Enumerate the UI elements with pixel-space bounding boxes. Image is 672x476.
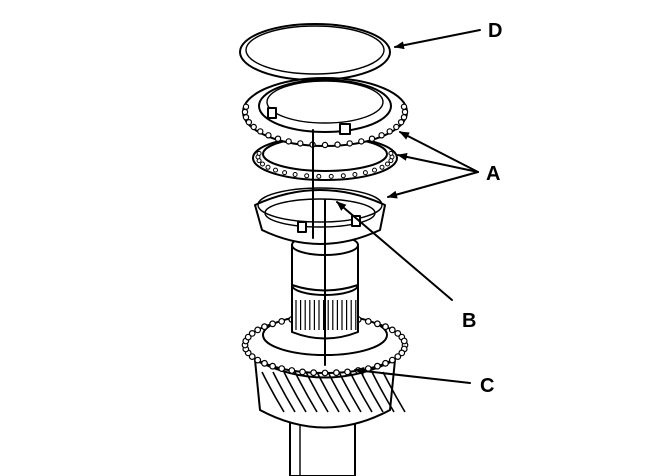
leader-a-1 bbox=[399, 131, 479, 173]
gear-tooth bbox=[261, 359, 268, 367]
gear-tooth bbox=[374, 362, 381, 370]
callout-c: C bbox=[480, 375, 494, 397]
gear-tooth bbox=[388, 326, 396, 334]
helical-tooth bbox=[261, 371, 285, 413]
ring-tooth bbox=[368, 135, 376, 142]
ring-dot bbox=[362, 170, 368, 176]
snap-ring bbox=[239, 23, 391, 81]
gear-tooth bbox=[400, 337, 408, 345]
gear-tooth bbox=[269, 320, 277, 328]
gear-tooth bbox=[394, 330, 402, 337]
ring-dot bbox=[256, 150, 262, 156]
ring-dot bbox=[388, 158, 394, 164]
ring-tooth bbox=[321, 141, 329, 149]
alignment-line bbox=[312, 129, 326, 366]
ring-tooth bbox=[393, 123, 400, 131]
helical-tooth bbox=[327, 371, 351, 413]
ring-tooth bbox=[397, 118, 405, 126]
gear-tooth bbox=[398, 349, 406, 357]
helical-tooth bbox=[294, 371, 318, 413]
gear-tooth bbox=[278, 365, 286, 373]
gear-tooth bbox=[244, 333, 252, 341]
leader-a-3 bbox=[387, 171, 479, 199]
synchro-ring-lower bbox=[254, 187, 386, 245]
gear-tooth bbox=[310, 369, 318, 377]
ring-tooth bbox=[241, 108, 249, 116]
ring-dot bbox=[282, 170, 288, 176]
ring-tooth bbox=[265, 132, 272, 139]
callout-b: B bbox=[462, 310, 476, 332]
ring-tooth bbox=[400, 113, 408, 121]
ring-dot bbox=[304, 173, 310, 179]
helical-tooth bbox=[371, 371, 395, 413]
gear-tooth bbox=[299, 368, 306, 376]
helical-gear bbox=[254, 359, 406, 429]
gear-tooth bbox=[344, 368, 351, 376]
ring-tooth bbox=[358, 138, 365, 145]
gear-tooth bbox=[394, 353, 402, 361]
ring-dot bbox=[385, 161, 390, 167]
gear-tooth bbox=[248, 353, 256, 361]
helical-tooth bbox=[360, 371, 384, 413]
ring-tooth bbox=[285, 138, 292, 145]
gear-tooth bbox=[364, 318, 372, 325]
gear-tooth bbox=[321, 369, 329, 377]
ring-dot bbox=[340, 173, 346, 179]
synchro-ring-middle bbox=[252, 135, 398, 181]
ring-tooth bbox=[400, 103, 408, 111]
ring-dot bbox=[328, 173, 334, 179]
gear-tooth bbox=[269, 362, 277, 370]
gear-tooth bbox=[388, 356, 396, 364]
helical-tooth bbox=[316, 371, 340, 413]
helical-tooth bbox=[382, 371, 406, 413]
ring-tooth bbox=[250, 123, 257, 131]
ring-tooth bbox=[242, 103, 250, 111]
leader-c bbox=[354, 367, 471, 384]
helical-tooth bbox=[338, 371, 362, 413]
helical-tooth bbox=[349, 371, 373, 413]
synchro-ring-upper bbox=[241, 77, 409, 149]
gear-tooth bbox=[254, 326, 262, 334]
ring-tooth bbox=[245, 118, 253, 126]
ring-tooth bbox=[401, 108, 409, 116]
gear-tooth bbox=[248, 330, 256, 337]
callout-a: A bbox=[486, 163, 500, 185]
gear-tooth bbox=[288, 367, 296, 374]
leader-a-2 bbox=[397, 152, 479, 173]
ring-tooth bbox=[346, 140, 353, 147]
gear-tooth bbox=[333, 369, 340, 377]
ring-tooth bbox=[242, 113, 250, 121]
ring-tooth bbox=[274, 135, 282, 142]
helical-tooth bbox=[305, 371, 329, 413]
ring-dot bbox=[260, 161, 265, 167]
ring-tooth bbox=[334, 141, 341, 148]
ring-dot bbox=[273, 167, 278, 173]
ring-tooth bbox=[297, 140, 304, 147]
gear-tooth bbox=[261, 323, 268, 331]
gear-tooth bbox=[254, 356, 262, 364]
ring-tooth bbox=[386, 128, 393, 135]
ring-dot bbox=[379, 164, 385, 170]
gear-tooth bbox=[382, 359, 389, 367]
ring-dot bbox=[372, 167, 377, 173]
helical-tooth bbox=[272, 371, 296, 413]
ring-dot bbox=[265, 164, 271, 170]
ring-tooth bbox=[378, 132, 385, 139]
ring-dot bbox=[292, 172, 298, 177]
ring-tooth bbox=[257, 128, 264, 135]
ring-dot bbox=[316, 173, 322, 179]
callout-d: D bbox=[488, 20, 502, 42]
ring-dot bbox=[352, 172, 358, 177]
gear-tooth bbox=[374, 320, 381, 328]
gear-tooth bbox=[382, 323, 389, 331]
ring-dot bbox=[388, 150, 394, 156]
leader-b bbox=[336, 201, 453, 301]
leader-d bbox=[394, 29, 481, 50]
helical-tooth bbox=[283, 371, 307, 413]
gear-tooth bbox=[278, 318, 286, 325]
